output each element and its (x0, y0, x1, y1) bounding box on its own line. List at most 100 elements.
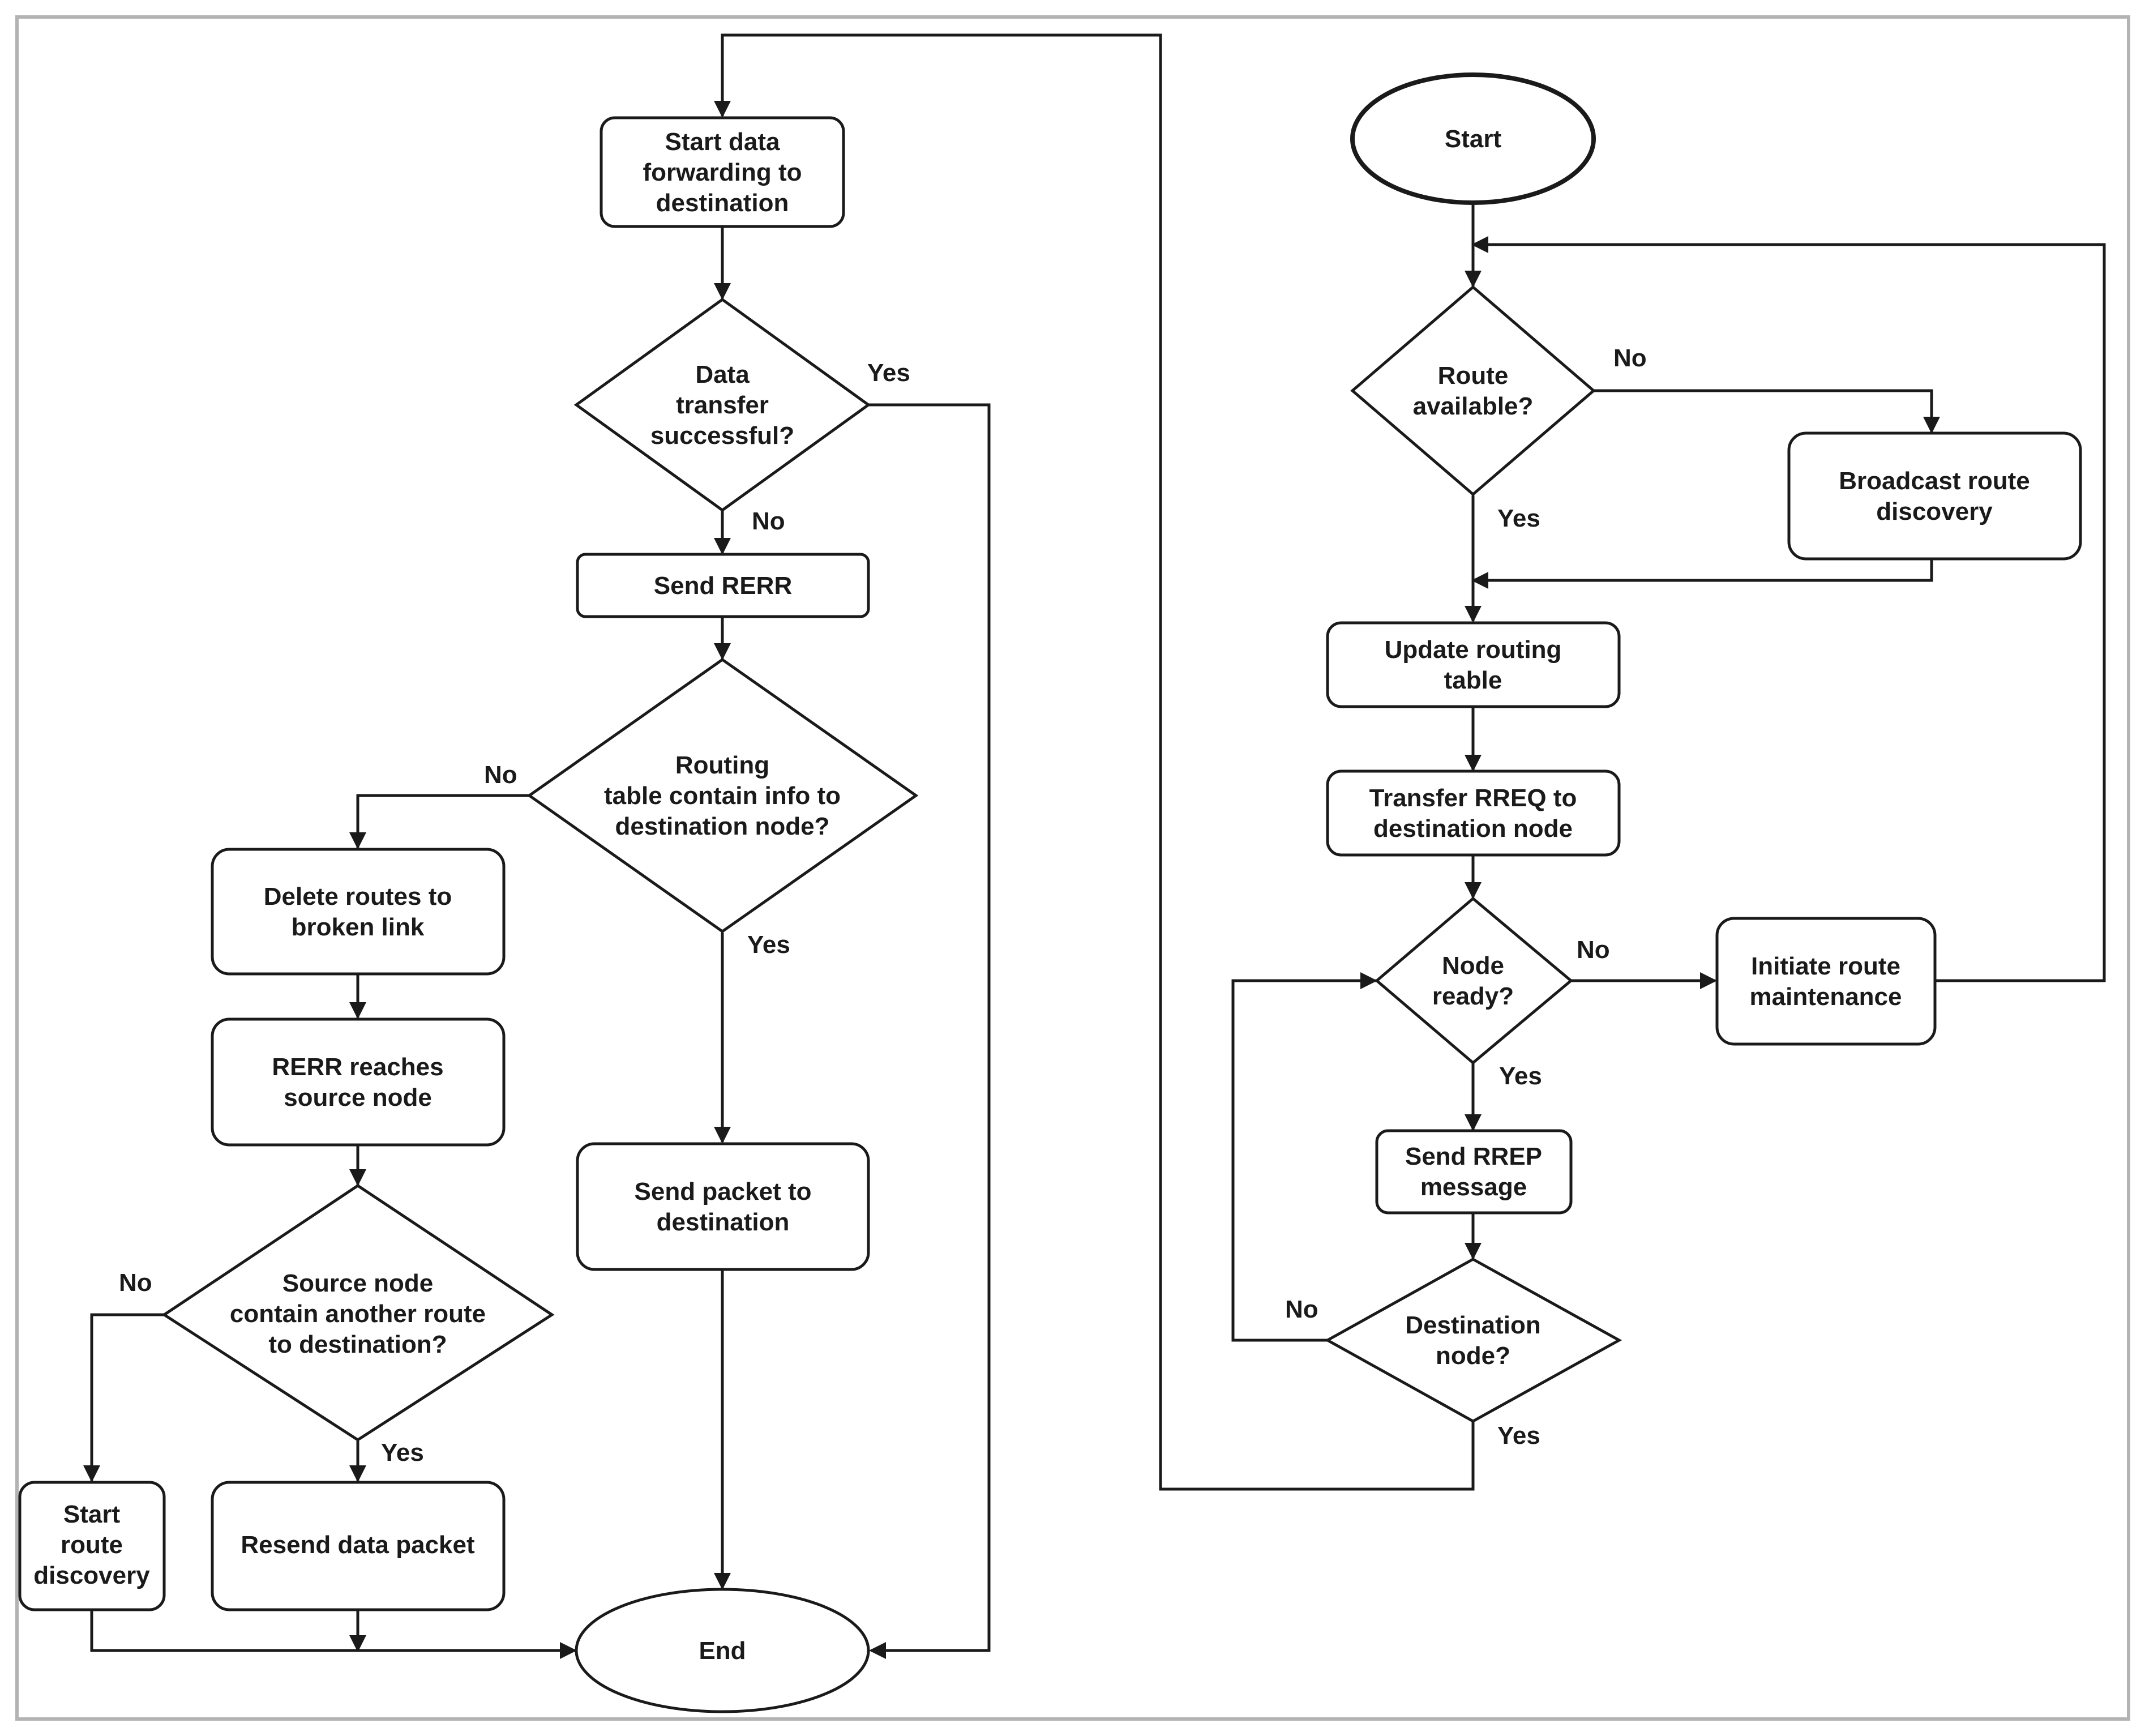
node-text-line: broken link (292, 913, 425, 941)
node-start: Start (1350, 72, 1596, 205)
node-text-line: Initiate route (1751, 952, 1900, 980)
node-text-line: successful? (650, 422, 794, 450)
node-text-line: to destination? (268, 1331, 447, 1358)
node-send-rrep-text: Send RREP message (1405, 1143, 1542, 1201)
node-text-line: Data (695, 361, 750, 388)
node-send-packet-text: Send packet to destination (635, 1178, 812, 1236)
node-broadcast: Broadcast route discovery (1787, 431, 2082, 561)
label-dest-no: No (1285, 1295, 1318, 1323)
node-text-line: Start (1445, 125, 1502, 153)
node-destination-text: Destination node? (1405, 1311, 1541, 1370)
node-send-rerr-text: Send RERR (654, 572, 792, 600)
label-source-yes: Yes (381, 1439, 424, 1466)
node-transfer-rreq-text: Transfer RREQ to destination node (1369, 784, 1577, 843)
node-text-line: transfer (676, 391, 769, 419)
node-text-line: Start data (665, 128, 780, 156)
node-initiate-maintenance-text: Initiate route maintenance (1750, 952, 1902, 1011)
edge-maintenance-loop-to-top (1471, 236, 2106, 982)
node-text-line: Source node (282, 1269, 434, 1297)
node-text-line: forwarding to (643, 159, 802, 186)
node-routing-contain-text: Routing table contain info to destination … (604, 751, 841, 840)
edge-routing-no-to-delete (349, 794, 529, 849)
node-routing-contain: Routing table contain info to destination … (526, 657, 919, 934)
node-text-line: contain another route (230, 1300, 486, 1328)
node-text-line: destination node? (615, 813, 830, 840)
node-data-success: Data transfer successful? (573, 297, 871, 512)
label-ready-no: No (1577, 936, 1610, 964)
edge-dest-yes-to-start-forward (714, 33, 1475, 1491)
node-text-line: ready? (1432, 982, 1514, 1010)
node-text-line: discovery (1876, 498, 1993, 525)
node-text-line: End (699, 1637, 746, 1665)
node-end: End (575, 1588, 870, 1713)
node-text-line: Send RREP (1405, 1143, 1542, 1170)
edge-route-no-to-broadcast (1594, 389, 1940, 434)
node-text-line: Resend data packet (241, 1531, 475, 1559)
edge-discovery-to-end (90, 1610, 577, 1659)
label-routing-no: No (484, 761, 517, 789)
node-send-packet: Send packet to destination (576, 1142, 870, 1271)
node-text-line: Routing (675, 751, 769, 779)
node-text-line: message (1420, 1173, 1527, 1201)
node-text-line: Delete routes to (264, 883, 452, 910)
edge-broadcast-to-merge (1471, 559, 1933, 589)
outer-frame (15, 15, 2130, 1721)
node-start-text: Start (1445, 125, 1502, 153)
node-text-line: table (1444, 666, 1502, 694)
node-start-discovery: Start route discovery (18, 1481, 166, 1611)
node-text-line: Send RERR (654, 572, 792, 600)
edge-data-yes-to-end (868, 403, 991, 1659)
label-dest-yes: Yes (1497, 1422, 1540, 1449)
edge-dest-no-loop-to-ready (1231, 972, 1377, 1342)
edge-labels: No Yes No Yes No Yes Yes No No Yes No Ye… (119, 344, 1647, 1466)
node-end-text: End (699, 1637, 746, 1665)
node-resend-text: Resend data packet (241, 1531, 475, 1559)
node-data-success-text: Data transfer successful? (650, 361, 794, 450)
node-text-line: discovery (33, 1562, 150, 1589)
node-send-rerr: Send RERR (576, 553, 870, 618)
label-routing-yes: Yes (747, 931, 790, 959)
node-text-line: Broadcast route (1839, 467, 2030, 495)
node-send-rrep: Send RREP message (1375, 1129, 1573, 1215)
node-text-line: Transfer RREQ to (1369, 784, 1577, 812)
node-text-line: Start (63, 1500, 121, 1528)
node-start-discovery-text: Start route discovery (33, 1500, 150, 1589)
node-text-line: Update routing (1385, 636, 1562, 664)
edges (83, 33, 2106, 1659)
node-delete-routes: Delete routes to broken link (211, 848, 506, 976)
label-data-yes: Yes (867, 359, 910, 387)
node-source-contain-text: Source node contain another route to desti… (230, 1269, 486, 1358)
node-transfer-rreq: Transfer RREQ to destination node (1326, 769, 1621, 857)
edge-source-no-to-start-discovery (83, 1313, 164, 1482)
node-text-line: source node (284, 1084, 432, 1111)
node-text-line: maintenance (1750, 983, 1902, 1011)
label-ready-yes: Yes (1499, 1062, 1542, 1090)
label-route-no: No (1613, 344, 1647, 372)
node-text-line: Destination (1405, 1311, 1541, 1339)
node-text-line: destination node (1373, 815, 1573, 843)
node-initiate-maintenance: Initiate route maintenance (1715, 917, 1937, 1046)
node-text-line: node? (1436, 1342, 1510, 1370)
node-text-line: Send packet to (635, 1178, 812, 1205)
node-text-line: Route (1438, 362, 1509, 390)
label-source-no: No (119, 1269, 152, 1297)
node-text-line: table contain info to (604, 782, 841, 810)
node-delete-routes-text: Delete routes to broken link (264, 883, 452, 941)
node-text-line: destination (657, 1208, 790, 1236)
node-destination: Destination node? (1324, 1258, 1622, 1423)
node-text-line: route (61, 1531, 123, 1559)
label-route-yes: Yes (1497, 504, 1540, 532)
label-data-no: No (752, 507, 785, 535)
node-text-line: available? (1413, 392, 1534, 420)
